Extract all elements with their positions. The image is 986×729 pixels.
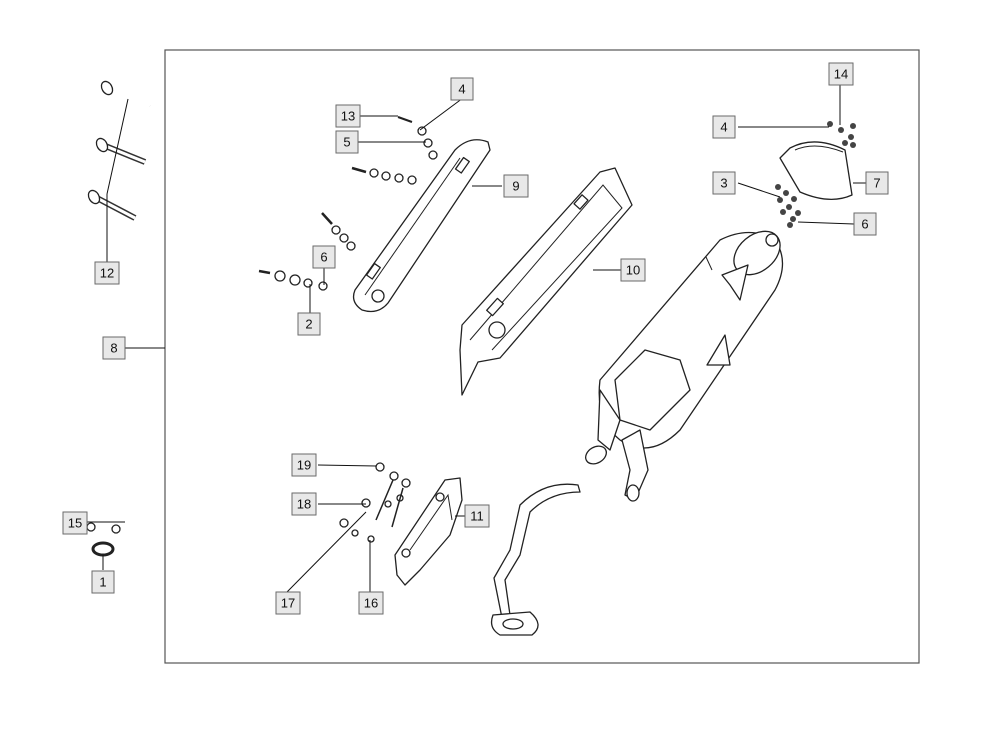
hardware-bracket-9	[258, 116, 438, 291]
svg-text:9: 9	[512, 179, 519, 194]
callout-9: 9	[503, 174, 529, 198]
svg-text:7: 7	[873, 176, 880, 191]
svg-text:13: 13	[341, 109, 355, 124]
callout-4a: 4	[450, 77, 474, 101]
svg-text:17: 17	[281, 596, 295, 611]
svg-text:6: 6	[861, 217, 868, 232]
svg-text:12: 12	[100, 266, 114, 281]
callout-16: 16	[358, 591, 384, 615]
assembly-frame	[164, 49, 920, 664]
callout-5: 5	[335, 130, 359, 154]
svg-text:18: 18	[297, 497, 311, 512]
svg-text:6: 6	[320, 250, 327, 265]
callout-13: 13	[335, 104, 361, 128]
gasket-part-1	[91, 541, 115, 557]
callout-12: 12	[94, 261, 120, 285]
callout-18: 18	[291, 492, 317, 516]
exhaust-pipe	[490, 483, 581, 636]
callout-6b: 6	[853, 212, 877, 236]
callout-15: 15	[62, 511, 88, 535]
svg-text:2: 2	[305, 317, 312, 332]
callout-3: 3	[712, 171, 736, 195]
small-shield-part-11	[394, 477, 463, 586]
svg-text:8: 8	[110, 341, 117, 356]
callout-8: 8	[102, 336, 126, 360]
heat-shield-part-10	[459, 167, 633, 396]
svg-text:3: 3	[720, 176, 727, 191]
hardware-shield-11	[339, 462, 411, 543]
hardware-part-15	[86, 522, 121, 534]
bracket-part-9	[352, 139, 491, 313]
svg-text:1: 1	[99, 575, 106, 590]
callout-6a: 6	[312, 245, 336, 269]
svg-text:14: 14	[834, 67, 848, 82]
end-cap-part-7	[779, 121, 856, 200]
muffler-body	[585, 230, 784, 502]
svg-text:10: 10	[626, 263, 640, 278]
fastener-cluster-part-3	[775, 184, 801, 228]
svg-text:11: 11	[470, 509, 484, 524]
bolt-set-part-12	[87, 80, 151, 221]
callout-1: 1	[91, 570, 115, 594]
svg-text:16: 16	[364, 596, 378, 611]
callout-10: 10	[620, 258, 646, 282]
callout-17: 17	[275, 591, 301, 615]
svg-text:15: 15	[68, 516, 82, 531]
callout-4b: 4	[712, 115, 736, 139]
leader-lines	[87, 85, 866, 593]
callout-14: 14	[828, 62, 854, 86]
svg-text:4: 4	[720, 120, 727, 135]
callout-7: 7	[865, 171, 889, 195]
svg-text:5: 5	[343, 135, 350, 150]
svg-text:19: 19	[297, 458, 311, 473]
callout-11: 11	[464, 504, 490, 528]
svg-text:4: 4	[458, 82, 465, 97]
callout-19: 19	[291, 453, 317, 477]
callout-2: 2	[297, 312, 321, 336]
